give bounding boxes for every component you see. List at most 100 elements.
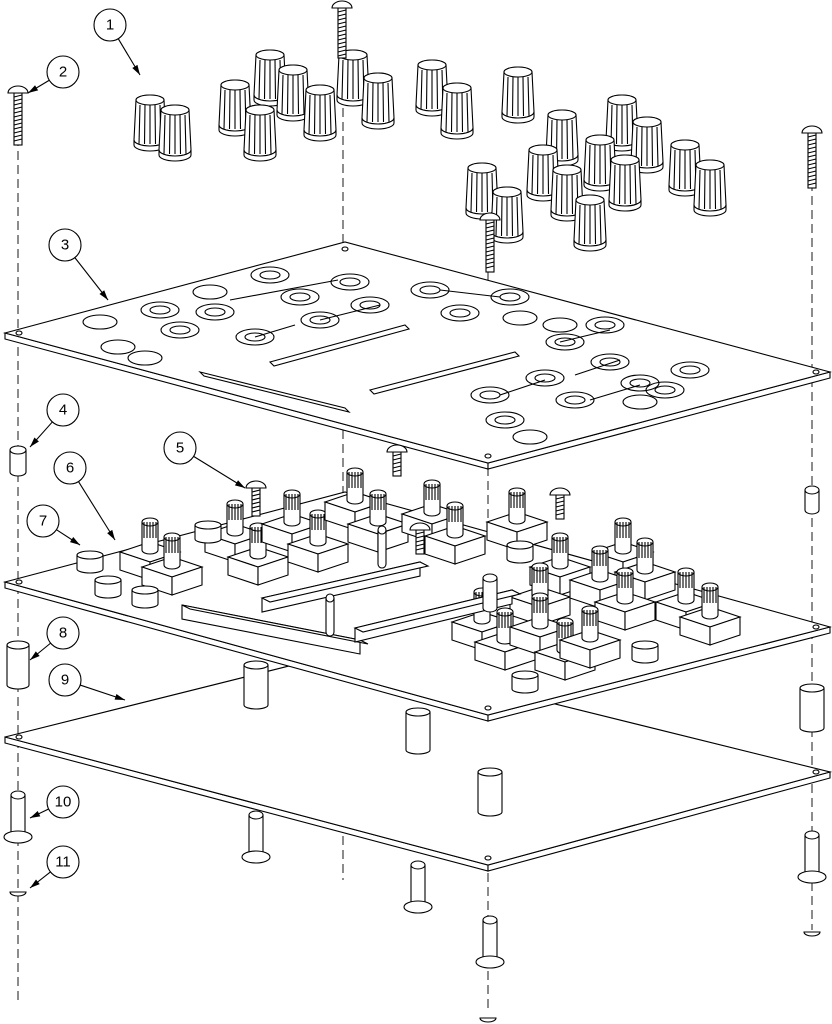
- screw-thread: [807, 174, 817, 178]
- panel-led-hole: [502, 310, 538, 326]
- knob-rib: [425, 69, 428, 110]
- arrowhead-icon: [69, 537, 80, 545]
- panel-jack-ring: [490, 288, 530, 306]
- screw-thread: [337, 25, 347, 29]
- knob-rib: [461, 92, 464, 133]
- knob-rib: [357, 59, 360, 100]
- jack-socket-top: [631, 640, 659, 650]
- panel-led-hole: [192, 284, 228, 300]
- callout-number: 4: [59, 402, 67, 419]
- fader-slot: [368, 351, 521, 395]
- panel-jack-hole: [309, 315, 331, 325]
- jack-socket: [131, 590, 159, 609]
- panel-jack-ring: [280, 288, 320, 306]
- fader-lever: [482, 578, 498, 613]
- knob-skirt: [608, 199, 642, 212]
- screw-thread: [485, 261, 495, 265]
- callout-3: 3: [48, 228, 109, 301]
- knob-rib: [678, 149, 681, 190]
- knob-rib: [604, 144, 607, 185]
- knob-rib: [475, 172, 478, 213]
- screw-thread: [485, 229, 495, 233]
- knob-rib: [698, 169, 701, 210]
- knob-rib: [511, 76, 514, 117]
- mounting-hole: [15, 579, 23, 585]
- panel-graphic-line: [254, 324, 296, 338]
- callout-number: 5: [176, 440, 184, 457]
- knob-rib: [500, 196, 503, 237]
- rubber-foot: [479, 1017, 497, 1023]
- panel-graphic-line: [589, 384, 641, 401]
- callout-number: 3: [61, 237, 69, 254]
- knob-rib: [324, 94, 327, 135]
- knob-rib: [673, 149, 676, 190]
- screw-thread: [415, 543, 425, 547]
- screw-thread: [337, 17, 347, 21]
- knob-rib: [555, 174, 558, 215]
- panel-jack-ring: [235, 328, 275, 346]
- jack-socket-top: [94, 575, 122, 585]
- knob-rib: [571, 119, 574, 160]
- panel-jack-hole: [449, 308, 471, 318]
- knob-top: [417, 59, 447, 71]
- jack-socket: [76, 555, 104, 574]
- arrowhead-icon: [30, 810, 41, 818]
- screw-thread: [337, 37, 347, 41]
- screw-thread: [13, 110, 23, 114]
- knob-rib: [346, 59, 349, 100]
- screw-thread: [415, 547, 425, 551]
- screw-thread: [485, 253, 495, 257]
- knob-rib: [264, 114, 267, 155]
- callout-number: 10: [55, 794, 72, 811]
- knob-rib: [703, 169, 706, 210]
- circuit-board: [2, 467, 832, 722]
- screw-thread: [807, 150, 817, 154]
- knob-top: [363, 72, 393, 84]
- standoff-flange: [3, 830, 33, 844]
- knob-rib: [387, 82, 390, 123]
- knob-top: [245, 104, 275, 116]
- knob-top: [442, 82, 472, 94]
- knob-rib: [420, 69, 423, 110]
- screw-thread: [807, 178, 817, 182]
- callout-circle: [26, 504, 60, 538]
- panel-jack-hole: [169, 325, 191, 335]
- knob-top: [695, 159, 725, 171]
- jack-socket: [194, 525, 222, 544]
- knob-rib: [371, 82, 374, 123]
- panel-jack-hole: [339, 277, 361, 287]
- short-spacer: [9, 450, 27, 477]
- jack-socket: [511, 675, 539, 694]
- knob-top: [585, 134, 615, 146]
- knob-top: [632, 116, 662, 128]
- knob-skirt: [573, 239, 607, 252]
- panel-jack-ring: [590, 353, 630, 371]
- potentiometer-front: [454, 535, 486, 565]
- panel-led-hole: [100, 339, 136, 355]
- knob-rib: [511, 196, 514, 237]
- knob-rib: [239, 89, 242, 130]
- screw-thread: [13, 134, 23, 138]
- screw-thread: [485, 257, 495, 261]
- knob-rib: [263, 59, 266, 100]
- screw-thread: [13, 138, 23, 142]
- base-plate: [4, 651, 832, 872]
- screw-thread: [555, 500, 565, 504]
- panel-jack-ring: [440, 304, 480, 322]
- hardware-group: [3, 0, 827, 1023]
- knob-rib: [138, 104, 141, 145]
- panel-jack-ring: [525, 369, 565, 387]
- mounting-hole: [484, 453, 492, 459]
- knob-rib: [516, 196, 519, 237]
- base-plate-surface: [4, 651, 832, 866]
- jack-socket-top: [76, 550, 104, 560]
- callout-7: 7: [26, 504, 81, 546]
- knob-rib: [258, 59, 261, 100]
- knob-top: [160, 104, 190, 116]
- fader-lever-top: [325, 593, 335, 603]
- long-spacer-top: [799, 683, 825, 693]
- screw-thread: [555, 496, 565, 500]
- screw-thread: [392, 457, 402, 461]
- screw-thread: [392, 469, 402, 473]
